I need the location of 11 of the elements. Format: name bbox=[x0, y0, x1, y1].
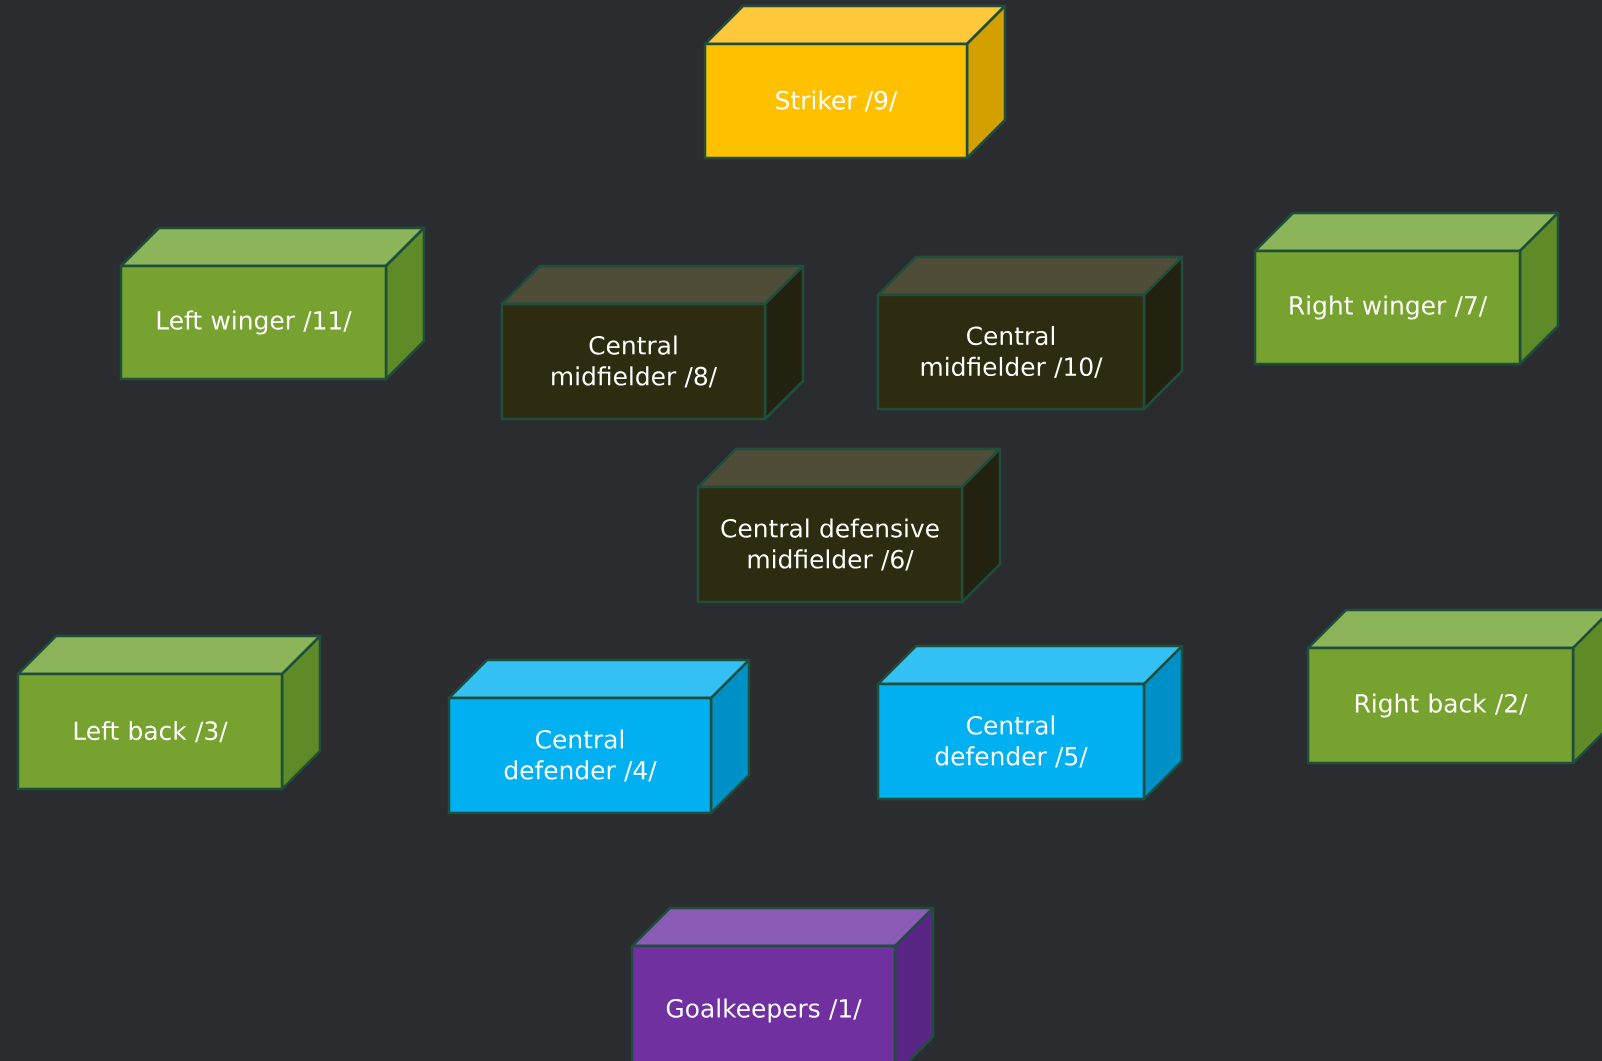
box-3d: Right winger /7/ bbox=[1253, 211, 1560, 366]
box-3d: Left back /3/ bbox=[16, 634, 322, 791]
box-3d: Central midfielder /8/ bbox=[500, 264, 805, 421]
box-3d: Central defensive midfielder /6/ bbox=[696, 447, 1002, 604]
box-3d: Central defender /5/ bbox=[876, 644, 1184, 801]
box-3d: Right back /2/ bbox=[1306, 608, 1602, 765]
box-3d: Central midfielder /10/ bbox=[876, 255, 1184, 411]
box-3d: Striker /9/ bbox=[703, 4, 1007, 160]
box-3d: Goalkeepers /1/ bbox=[630, 906, 935, 1061]
box-3d: Left winger /11/ bbox=[119, 226, 426, 381]
box-3d: Central defender /4/ bbox=[447, 658, 751, 815]
